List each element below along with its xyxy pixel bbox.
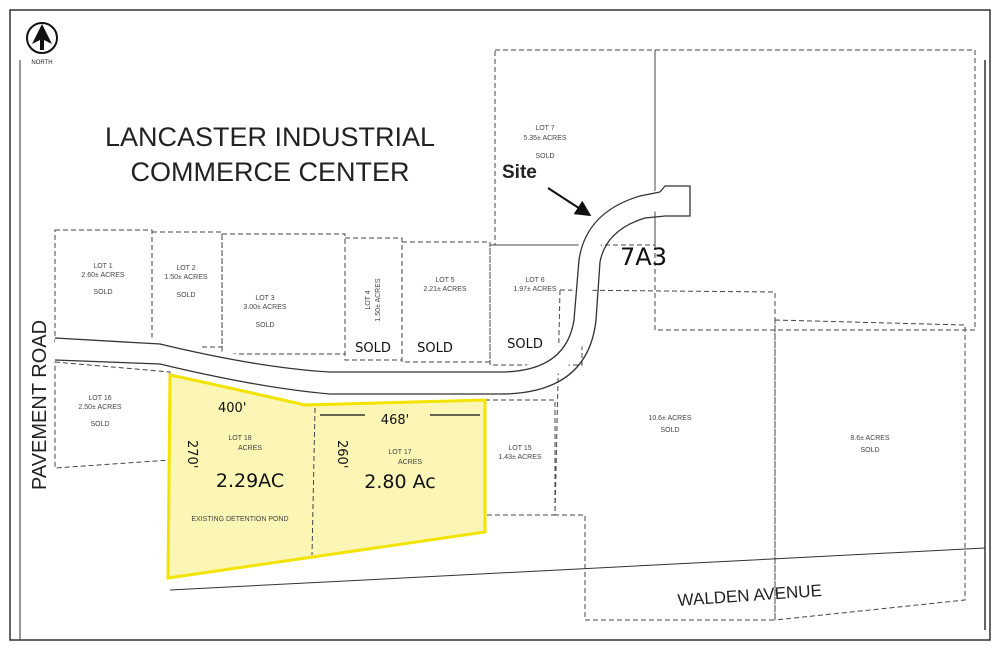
svg-text:LOT 1: LOT 1 [93, 263, 112, 270]
pavement-road-label: PAVEMENT ROAD [29, 320, 51, 490]
svg-text:LOT 2: LOT 2 [176, 265, 195, 272]
svg-text:ACRES: ACRES [238, 445, 262, 452]
lot-divider [311, 407, 316, 556]
svg-text:10.6± ACRES: 10.6± ACRES [648, 415, 691, 422]
svg-text:2.50± ACRES: 2.50± ACRES [78, 404, 121, 411]
svg-text:2.21± ACRES: 2.21± ACRES [423, 286, 466, 293]
svg-text:SOLD: SOLD [90, 421, 109, 428]
lot-17-acreage: 2.80 Ac [364, 471, 435, 493]
svg-text:EXISTING DETENTION POND: EXISTING DETENTION POND [191, 516, 288, 523]
north-arrow-icon [26, 22, 58, 54]
svg-text:SOLD: SOLD [417, 341, 453, 356]
svg-text:LOT 3: LOT 3 [255, 295, 274, 302]
svg-text:1.50± ACRES: 1.50± ACRES [164, 274, 207, 281]
lot-17-frontage: 468' [381, 413, 409, 428]
north-label: NORTH [31, 60, 52, 66]
svg-text:SOLD: SOLD [860, 447, 879, 454]
highlighted-site-lots-17-18 [166, 373, 487, 580]
vacant-parcel [654, 49, 976, 331]
svg-text:2.60± ACRES: 2.60± ACRES [81, 272, 124, 279]
svg-text:8.6± ACRES: 8.6± ACRES [850, 435, 890, 442]
svg-text:SOLD: SOLD [176, 292, 195, 299]
svg-text:SOLD: SOLD [255, 322, 274, 329]
lot-18-depth: 270' [184, 440, 199, 468]
svg-text:LOT 7: LOT 7 [535, 125, 554, 132]
map-border [9, 9, 991, 641]
svg-text:LOT 5: LOT 5 [435, 277, 454, 284]
handwritten-note: 7A3 [620, 243, 667, 271]
svg-text:LOT 17: LOT 17 [388, 449, 411, 456]
svg-text:LOT 15: LOT 15 [508, 445, 531, 452]
parcel-8-6-acres [774, 319, 966, 621]
site-label: Site [502, 162, 537, 183]
site-arrow-icon [547, 187, 592, 217]
svg-text:3.00± ACRES: 3.00± ACRES [243, 304, 286, 311]
lot-18-acreage: 2.29AC [216, 470, 284, 492]
svg-text:SOLD: SOLD [535, 153, 554, 160]
svg-text:5.35± ACRES: 5.35± ACRES [523, 135, 566, 142]
svg-text:1.50± ACRES: 1.50± ACRES [375, 278, 382, 321]
title-line-2: COMMERCE CENTER [130, 157, 409, 187]
svg-text:LOT 4: LOT 4 [365, 290, 372, 309]
interior-road [54, 185, 691, 395]
svg-text:SOLD: SOLD [355, 341, 391, 356]
svg-text:SOLD: SOLD [93, 289, 112, 296]
walden-avenue-edge [169, 547, 986, 591]
svg-text:SOLD: SOLD [660, 427, 679, 434]
lot-18-frontage: 400' [218, 401, 246, 416]
svg-text:ACRES: ACRES [398, 459, 422, 466]
svg-text:LOT 18: LOT 18 [228, 435, 251, 442]
svg-text:LOT 16: LOT 16 [88, 395, 111, 402]
svg-text:1.43± ACRES: 1.43± ACRES [498, 454, 541, 461]
lot-17-depth: 260' [334, 440, 349, 468]
svg-text:SOLD: SOLD [507, 337, 543, 352]
svg-text:1.97± ACRES: 1.97± ACRES [513, 286, 556, 293]
svg-text:LOT 6: LOT 6 [525, 277, 544, 284]
title-line-1: LANCASTER INDUSTRIAL [105, 122, 435, 152]
